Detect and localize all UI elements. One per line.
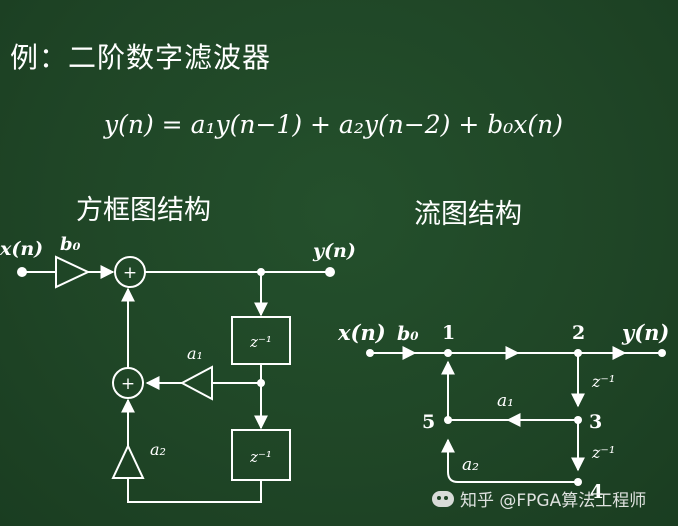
bd-a1-label: a₁ [187, 344, 203, 363]
fg-branch-4-to-5 [441, 438, 578, 483]
fg-node-3 [574, 416, 582, 424]
bd-adder-bottom-symbol: + [121, 374, 135, 394]
bd-line-delay2-feedback [127, 478, 262, 503]
wechat-logo-icon [432, 490, 454, 507]
fg-delay1-label: z⁻¹ [591, 372, 615, 391]
watermark: 知乎 @FPGA算法工程师 [432, 486, 646, 511]
fg-node-1-label: 1 [442, 322, 455, 344]
page-heading: 例：二阶数字滤波器 [10, 41, 272, 74]
bd-input-label: x(n) [0, 238, 43, 260]
fg-input-label: x(n) [337, 320, 386, 345]
fg-a2-label: a₂ [462, 455, 479, 475]
block-diagram [17, 255, 335, 503]
bd-gain-a2-triangle [111, 443, 145, 479]
fg-delay2-label: z⁻¹ [591, 443, 615, 462]
bd-a2-label: a₂ [150, 440, 166, 459]
fg-node-5-label: 5 [422, 411, 435, 433]
fg-node-2 [574, 349, 582, 357]
flow-graph [370, 346, 662, 483]
flow-graph-title: 流图结构 [414, 199, 522, 230]
bd-adder-top-symbol: + [123, 263, 137, 283]
fg-b0-label: b₀ [397, 323, 419, 345]
bd-gain-b0-triangle [55, 255, 91, 289]
fg-node-input [366, 349, 374, 357]
fg-node-output [658, 349, 666, 357]
bd-output-node [325, 267, 335, 277]
fg-node-4-label: 4 [590, 481, 603, 503]
fg-node-3-label: 3 [589, 411, 602, 433]
flow-graph-nodes [366, 349, 666, 486]
fg-output-label: y(n) [621, 320, 669, 345]
fg-node-1 [444, 349, 452, 357]
difference-equation: y(n) = a₁y(n−1) + a₂y(n−2) + b₀x(n) [104, 110, 564, 139]
fg-node-2-label: 2 [572, 322, 585, 344]
fg-node-5 [444, 416, 452, 424]
bd-output-label: y(n) [312, 240, 356, 262]
bd-gain-a1-triangle [179, 365, 213, 401]
bd-b0-label: b₀ [60, 234, 81, 255]
fg-node-4 [574, 478, 582, 486]
bd-delay2-label: z⁻¹ [249, 448, 272, 466]
watermark-text: 知乎 @FPGA算法工程师 [460, 491, 647, 511]
fg-a1-label: a₁ [497, 391, 514, 411]
block-diagram-title: 方框图结构 [76, 195, 211, 226]
bd-delay1-label: z⁻¹ [249, 333, 272, 351]
